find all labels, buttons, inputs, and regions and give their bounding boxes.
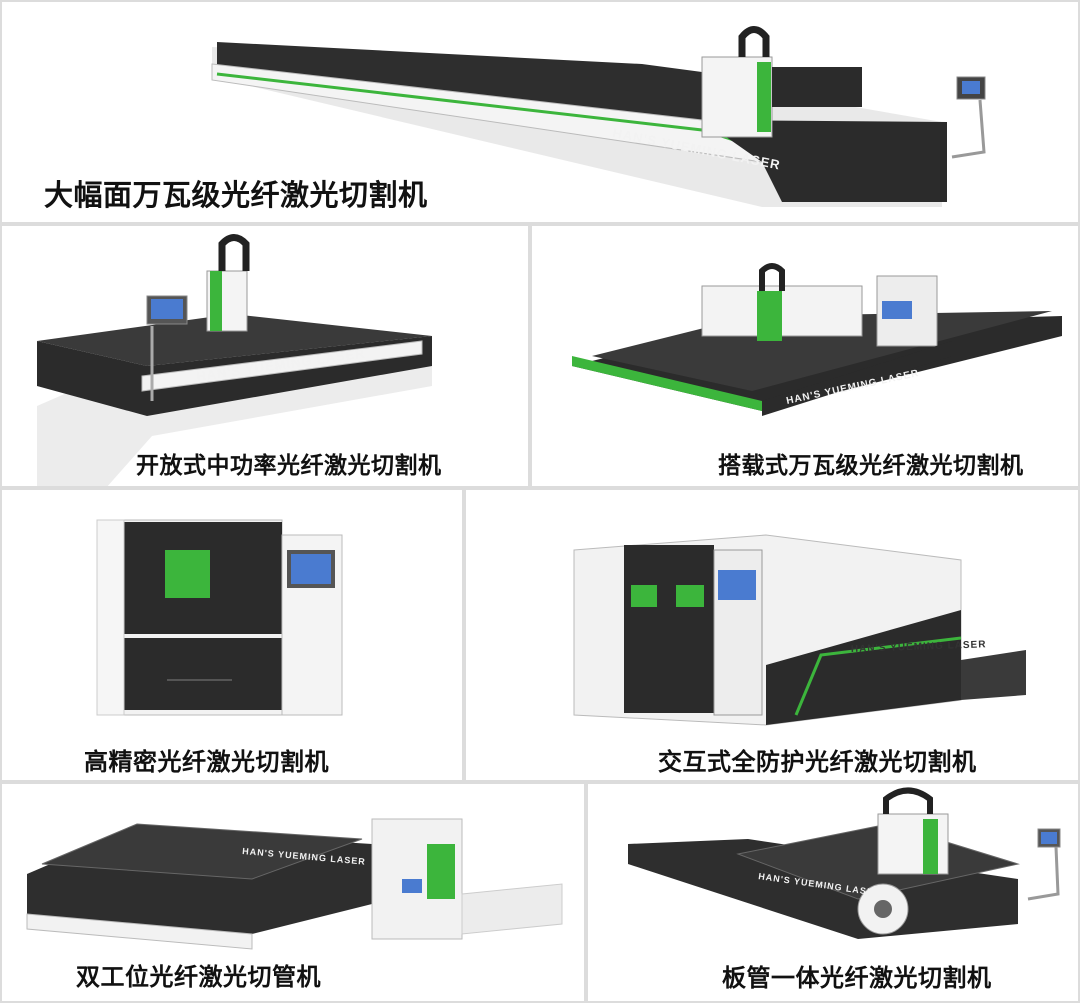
product-panel-dual-station-tube[interactable]: HAN'S YUEMING LASER 双工位光纤激光切管机 xyxy=(2,784,584,1001)
dual-station-tube-machine-image: HAN'S YUEMING LASER xyxy=(26,818,563,950)
caption-carried-10kw: 搭载式万瓦级光纤激光切割机 xyxy=(718,453,1024,479)
caption-open-medium-power: 开放式中功率光纤激光切割机 xyxy=(136,453,442,479)
product-panel-carried-10kw[interactable]: HAN'S YUEMING LASER 搭载式万瓦级光纤激光切割机 xyxy=(532,226,1078,486)
product-panel-high-precision[interactable]: 高精密光纤激光切割机 xyxy=(2,490,462,780)
large-format-machine-image: HAN'S YUEMING LASER xyxy=(211,26,986,207)
product-panel-large-format[interactable]: HAN'S YUEMING LASER 大幅面万瓦级光纤激光切割机 xyxy=(2,2,1078,222)
open-medium-power-machine-image: HAN'S YUEMING LASER xyxy=(37,234,432,486)
interactive-full-protection-machine-image: HAN'S YUEMING LASER xyxy=(573,534,1026,726)
plate-tube-integrated-machine-image: HAN'S YUEMING LASER xyxy=(628,787,1061,939)
caption-high-precision: 高精密光纤激光切割机 xyxy=(84,748,329,776)
high-precision-machine-image xyxy=(96,519,343,716)
product-panel-plate-tube-integrated[interactable]: HAN'S YUEMING LASER 板管一体光纤激光切割机 xyxy=(588,784,1078,1001)
caption-interactive-full-protection: 交互式全防护光纤激光切割机 xyxy=(658,748,977,776)
product-panel-interactive-full-protection[interactable]: HAN'S YUEMING LASER 交互式全防护光纤激光切割机 xyxy=(466,490,1078,780)
caption-plate-tube-integrated: 板管一体光纤激光切割机 xyxy=(722,964,992,992)
caption-dual-station-tube: 双工位光纤激光切管机 xyxy=(76,963,321,991)
product-panel-open-medium-power[interactable]: HAN'S YUEMING LASER 开放式中功率光纤激光切割机 xyxy=(2,226,528,486)
caption-large-format: 大幅面万瓦级光纤激光切割机 xyxy=(44,178,428,212)
carried-10kw-machine-image: HAN'S YUEMING LASER xyxy=(572,263,1062,416)
interactive-full-protection-brand-label: HAN'S YUEMING LASER xyxy=(851,639,987,655)
